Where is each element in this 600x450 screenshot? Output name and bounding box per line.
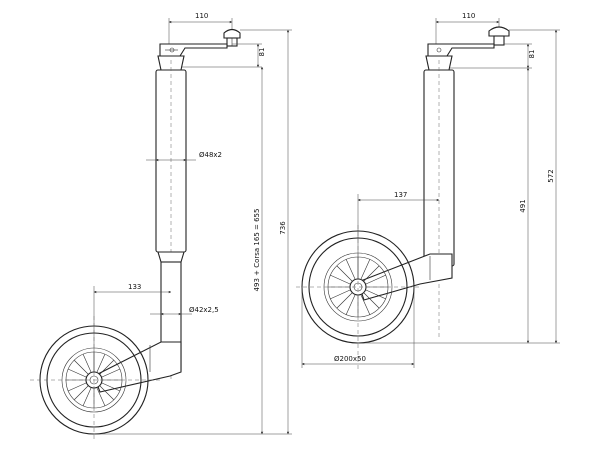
left-dim-total-height: 736 [240,29,292,435]
left-crank-knob [223,28,241,47]
left-dim-stroke: 493 + Corsa 165 = 655 [94,66,292,435]
right-dim-total-label: 572 [547,169,555,182]
right-wheel [296,225,420,370]
left-wheel-fork [93,341,182,393]
left-dim-head-label: 81 [258,48,266,57]
right-wheel-fork [357,253,453,301]
right-dim-retracted: 491 [358,67,560,344]
left-handle-bracket [159,43,228,57]
left-dim-tube-inner-label: Ø42x2,5 [189,306,219,314]
right-dim-retracted-label: 491 [519,199,527,212]
right-handle-bracket [427,43,495,57]
right-dim-head-height: 81 [450,43,536,69]
left-dim-tube-outer: Ø48x2 [146,151,222,162]
right-dim-wheel-offset-label: 137 [394,191,407,199]
left-dim-tube-inner: Ø42x2,5 [150,306,219,316]
right-dim-handle-label: 110 [462,12,475,20]
left-dim-handle-label: 110 [195,12,208,20]
right-view-retracted: 110 81 137 [296,12,560,370]
left-dim-handle-offset: 110 [168,12,233,48]
left-view-extended: 110 81 [30,12,292,440]
left-dim-head-height: 81 [182,43,266,68]
right-dim-wheel-size-label: Ø200x50 [334,355,366,363]
left-dim-total-label: 736 [279,221,287,235]
right-outer-tube [423,55,455,340]
left-dim-stroke-label: 493 + Corsa 165 = 655 [253,209,261,292]
left-wheel [30,316,160,440]
right-dim-head-label: 81 [528,50,536,59]
right-dim-total-height: 572 [509,29,560,344]
right-crank-knob [488,26,510,46]
left-dim-wheel-offset-label: 133 [128,283,141,291]
right-dim-wheel-size: Ø200x50 [301,287,415,368]
left-dim-tube-outer-label: Ø48x2 [199,151,222,159]
